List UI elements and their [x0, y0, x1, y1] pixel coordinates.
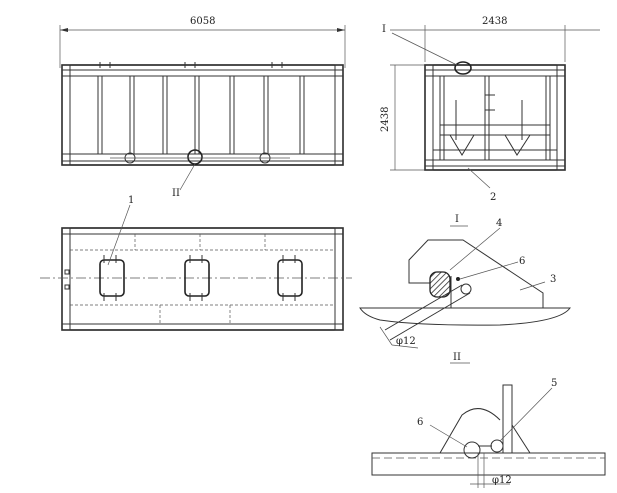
height-dimension: 2438 [380, 107, 391, 132]
part-1-label: 1 [128, 195, 134, 206]
detail-I: I φ12 4 6 3 [359, 214, 571, 349]
length-dimension: 6058 [190, 16, 215, 27]
detail-I-title: I [455, 214, 459, 225]
detail-II: II φ12 5 6 [371, 352, 606, 488]
detail-II-diameter: φ12 [492, 475, 512, 486]
part-3-label: 3 [550, 274, 556, 285]
width-dimension: 2438 [482, 16, 507, 27]
detail-I-diameter: φ12 [396, 336, 416, 347]
end-view: 2438 2438 I 2 [380, 16, 600, 203]
detail-I-callout: I [382, 24, 386, 35]
part-5-label: 5 [551, 378, 557, 389]
part-4-label: 4 [496, 218, 502, 229]
detail-II-callout: II [172, 188, 180, 199]
plan-view: 1 [40, 195, 352, 331]
detail-II-title: II [453, 352, 461, 363]
part-2-label: 2 [490, 192, 496, 203]
side-view: 6058 II [59, 16, 346, 199]
part-6-label-detail-II: 6 [417, 417, 423, 428]
part-6-label: 6 [519, 256, 525, 267]
